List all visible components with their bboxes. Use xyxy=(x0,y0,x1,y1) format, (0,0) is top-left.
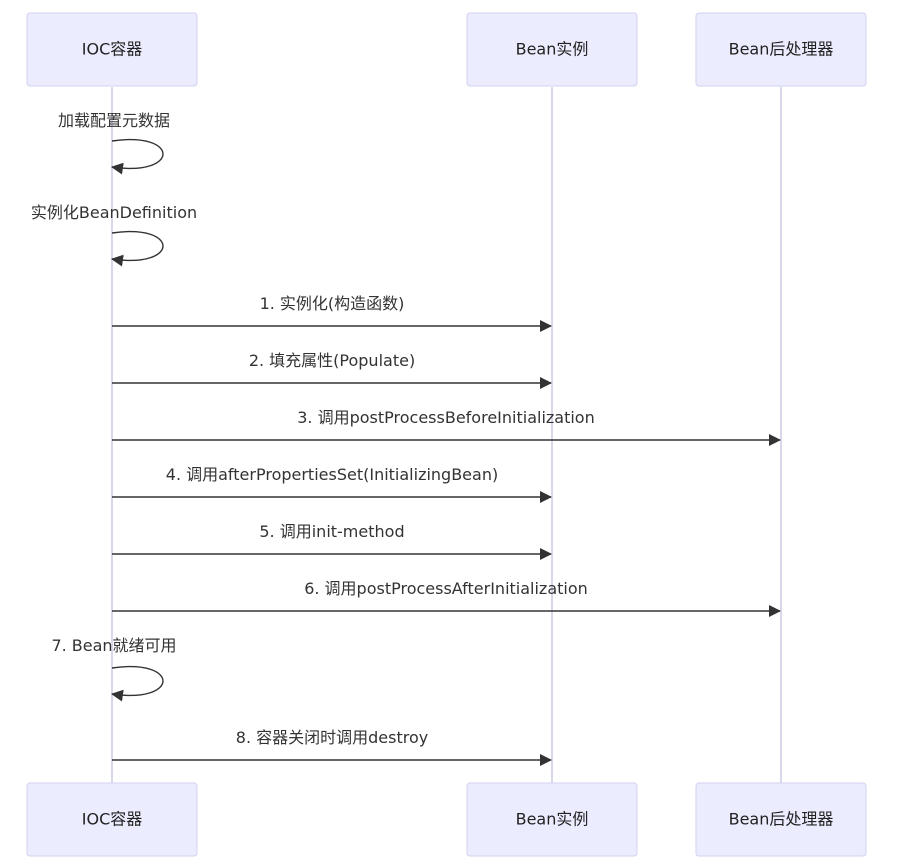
actor-ioc-top: IOC容器 xyxy=(26,12,198,87)
message-instantiate-bean-definition-label: 实例化BeanDefinition xyxy=(31,203,197,222)
message-7-bean-ready: 7. Bean就绪可用 xyxy=(51,636,177,702)
actor-bpp-top: Bean后处理器 xyxy=(695,12,867,87)
message-load-config-metadata: 加载配置元数据 xyxy=(58,111,170,175)
message-7-label: 7. Bean就绪可用 xyxy=(51,636,176,655)
message-3-label: 3. 调用postProcessBeforeInitialization xyxy=(297,408,595,427)
message-1-label: 1. 实例化(构造函数) xyxy=(260,294,405,313)
message-5-label: 5. 调用init-method xyxy=(259,522,404,541)
actor-bean-bottom: Bean实例 xyxy=(466,782,638,857)
message-instantiate-bean-definition: 实例化BeanDefinition xyxy=(31,203,197,267)
message-5-init-method: 5. 调用init-method xyxy=(112,522,552,560)
actor-bean-top-label: Bean实例 xyxy=(516,40,589,59)
message-8-destroy-on-close: 8. 容器关闭时调用destroy xyxy=(112,728,552,766)
actor-ioc-bottom: IOC容器 xyxy=(26,782,198,857)
actor-bpp-bottom-label: Bean后处理器 xyxy=(729,810,834,829)
actor-ioc-bottom-label: IOC容器 xyxy=(82,810,143,829)
actor-bean-bottom-label: Bean实例 xyxy=(516,810,589,829)
message-4-label: 4. 调用afterPropertiesSet(InitializingBean… xyxy=(166,465,498,484)
message-3-post-process-before-init: 3. 调用postProcessBeforeInitialization xyxy=(112,408,781,446)
actor-bean-top: Bean实例 xyxy=(466,12,638,87)
message-8-label: 8. 容器关闭时调用destroy xyxy=(236,728,428,747)
message-6-post-process-after-init: 6. 调用postProcessAfterInitialization xyxy=(112,579,781,617)
actor-ioc-top-label: IOC容器 xyxy=(82,40,143,59)
message-6-label: 6. 调用postProcessAfterInitialization xyxy=(304,579,588,598)
message-load-config-metadata-label: 加载配置元数据 xyxy=(58,111,170,130)
message-4-after-properties-set: 4. 调用afterPropertiesSet(InitializingBean… xyxy=(112,465,552,503)
actor-bpp-top-label: Bean后处理器 xyxy=(729,40,834,59)
message-1-instantiate-constructor: 1. 实例化(构造函数) xyxy=(112,294,552,332)
message-2-populate-properties: 2. 填充属性(Populate) xyxy=(112,351,552,389)
actor-bpp-bottom: Bean后处理器 xyxy=(695,782,867,857)
message-2-label: 2. 填充属性(Populate) xyxy=(249,351,415,370)
